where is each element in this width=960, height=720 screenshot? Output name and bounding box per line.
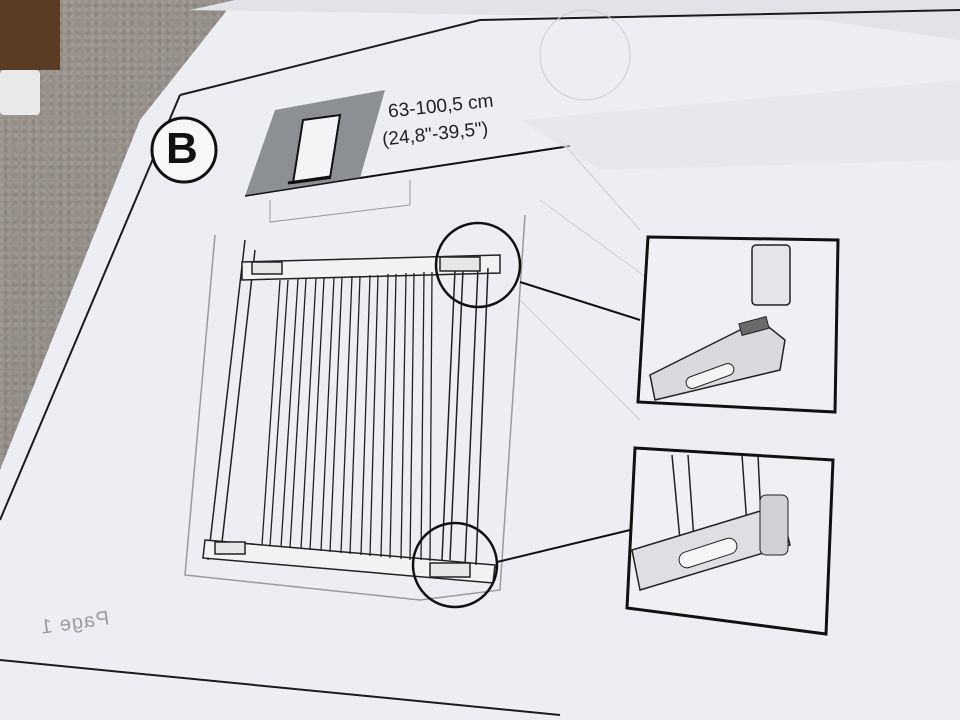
section-letter: B <box>166 124 198 173</box>
white-object <box>0 70 40 115</box>
cardboard-box <box>0 0 60 70</box>
bottom-hinge-detail <box>625 446 835 636</box>
top-hinge-detail <box>636 235 840 414</box>
gate-diagram <box>184 214 641 609</box>
section-badge <box>150 116 218 184</box>
door-opening-icon <box>244 90 571 223</box>
